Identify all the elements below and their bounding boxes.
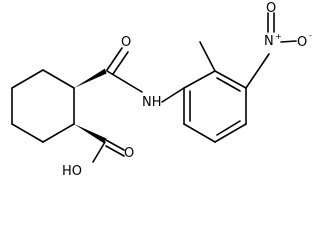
acid-single-bond [92,141,106,163]
wedge-bond-to-amide-carbonyl [74,68,107,88]
carbonyl-double-bond [106,47,123,71]
nitro-n-o-single-bond [280,40,297,43]
aromatic-inner-bond [216,120,241,136]
nitro-oxygen-charge: - [309,31,312,40]
n-aryl-bond [161,87,185,103]
ring-bond [11,69,44,89]
nitro-oxygen-single-label: O [297,35,307,50]
ring-bond [214,70,247,89]
ring-bond [214,123,247,143]
ring-bond [183,70,216,89]
amide-group [106,47,185,103]
acid-hydroxyl-label: HO [62,164,82,179]
wedge-bond-to-carboxyl [74,124,107,143]
carbonyl-double-bond [112,51,129,75]
aromatic-inner-bond [216,77,241,92]
carbonyl-oxygen-label: O [121,35,131,50]
ring-bond [183,123,216,143]
nitro-bond [245,53,270,89]
amide-c-n-bond [106,70,143,93]
carboxylic-acid-group [92,139,125,163]
ring-bond [11,123,44,143]
nitro-oxygen-double-label: O [266,1,276,16]
ring-bond [42,69,75,89]
chemical-structure-diagram: O NH O HO N + O - O [11,1,312,179]
amide-nh-label: NH [142,95,162,110]
cyclohexane-ring [11,69,75,143]
nitro-nitrogen-charge: + [275,32,282,41]
ring-bond [42,123,75,143]
acid-double-bond [105,139,125,151]
benzene-ring [183,70,247,143]
acid-double-bond [105,145,125,157]
methyl-bond [199,41,216,72]
nitro-nitrogen-label: N [264,34,274,49]
acid-oxygen-label: O [124,146,134,161]
